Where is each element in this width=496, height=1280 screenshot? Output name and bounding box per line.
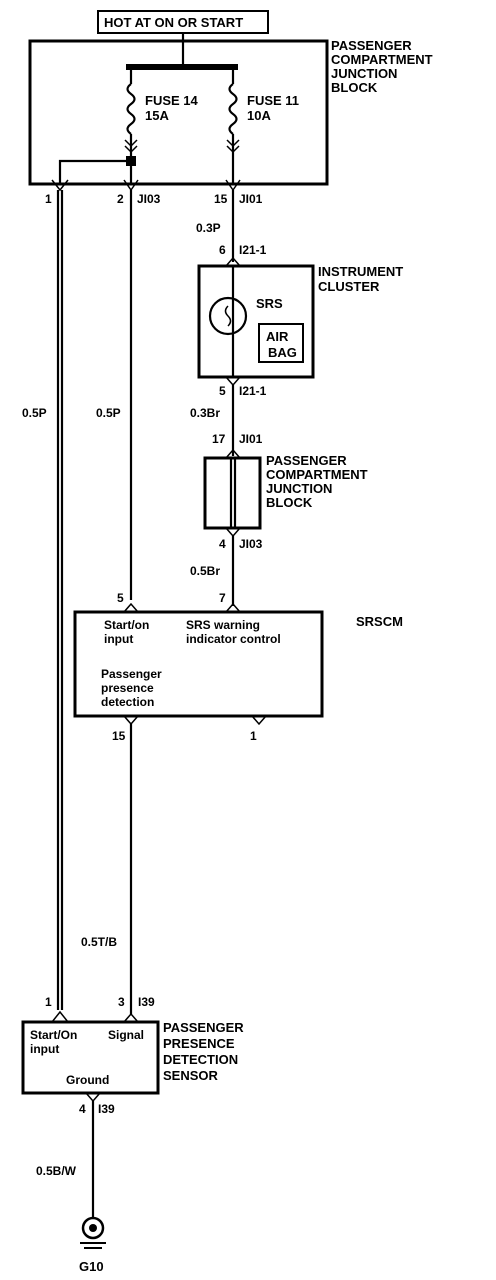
sensor-name-3: DETECTION (163, 1052, 238, 1067)
srscm-warn-1: SRS warning (186, 618, 260, 632)
srscm-ppd-3: detection (101, 695, 154, 709)
srscm-module: 5 7 SRSCM Start/on input SRS warning ind… (73, 591, 403, 743)
sensor-pin-3: 3 (118, 995, 125, 1009)
pcjb-mid-name-1: PASSENGER (266, 453, 347, 468)
ground-icon (80, 1216, 106, 1249)
srscm-warn-2: indicator control (186, 632, 281, 646)
fuse-11-rating: 10A (247, 108, 271, 123)
pcjb-top-conn-2: JI03 (137, 192, 161, 206)
srscm-ppd-1: Passenger (101, 667, 162, 681)
pcjb-mid-name-4: BLOCK (266, 495, 313, 510)
fuse-11-icon (226, 70, 240, 184)
wire-sense-label: 0.5T/B (81, 935, 117, 949)
power-label: HOT AT ON OR START (97, 10, 269, 34)
srscm-input-2: input (104, 632, 133, 646)
srscm-input-1: Start/on (104, 618, 149, 632)
sensor-conn-gnd: I39 (98, 1102, 115, 1116)
power-label-text: HOT AT ON OR START (104, 15, 243, 30)
pcjb-top-name-3: JUNCTION (331, 66, 397, 81)
srscm-ppd-2: presence (101, 681, 154, 695)
pcjb-top-name-2: COMPARTMENT (331, 52, 433, 67)
sensor-pin-4: 4 (79, 1102, 86, 1116)
sensor-input-2: input (30, 1042, 59, 1056)
pcjb-top-conn-15: JI01 (239, 192, 263, 206)
pcjb-top-name-4: BLOCK (331, 80, 378, 95)
srscm-pin-15: 15 (112, 729, 126, 743)
sensor-name-4: SENSOR (163, 1068, 219, 1083)
sensor-ground: Ground (66, 1073, 109, 1087)
pcjb-top-pin-2: 2 (117, 192, 124, 206)
srs-lamp-icon (208, 296, 248, 336)
pcjb-top: PASSENGER COMPARTMENT JUNCTION BLOCK FUS… (28, 38, 433, 186)
sensor-name-2: PRESENCE (163, 1036, 235, 1051)
pcjb-mid-conn-top: JI01 (239, 432, 263, 446)
pcjb-mid-pin-17: 17 (212, 432, 226, 446)
cluster-name-1: INSTRUMENT (318, 264, 403, 279)
fuse-14-rating: 15A (145, 108, 169, 123)
srscm-pin-5: 5 (117, 591, 124, 605)
cluster-name-2: CLUSTER (318, 279, 380, 294)
sensor-pin-1: 1 (45, 995, 52, 1009)
wire-right-top-label: 0.3P (196, 221, 221, 235)
ground-label: G10 (79, 1259, 104, 1274)
sensor-signal: Signal (108, 1028, 144, 1042)
pcjb-mid-pin-4: 4 (219, 537, 226, 551)
cluster-conn-top: I21-1 (239, 243, 267, 257)
fuse-14-name: FUSE 14 (145, 93, 199, 108)
wire-ground-label: 0.5B/W (36, 1164, 77, 1178)
pcjb-top-pin-1: 1 (45, 192, 52, 206)
wire-left-label: 0.5P (22, 406, 47, 420)
pcjb-mid-conn-bottom: JI03 (239, 537, 263, 551)
cluster-conn-bottom: I21-1 (239, 384, 267, 398)
airbag-label-2: BAG (268, 345, 297, 360)
wire-right-low-label: 0.5Br (190, 564, 220, 578)
srscm-pin-1: 1 (250, 729, 257, 743)
pcjb-top-name-1: PASSENGER (331, 38, 412, 53)
presence-sensor: 1 3 I39 PASSENGER PRESENCE DETECTION SEN… (21, 995, 244, 1116)
pcjb-top-pin-15: 15 (214, 192, 228, 206)
sensor-name-1: PASSENGER (163, 1020, 244, 1035)
sensor-input-1: Start/On (30, 1028, 77, 1042)
srs-lamp-label: SRS (256, 296, 283, 311)
fuse-14-icon (124, 70, 138, 160)
srscm-pin-7: 7 (219, 591, 226, 605)
srscm-name: SRSCM (356, 614, 403, 629)
wire-right-mid-label: 0.3Br (190, 406, 220, 420)
pcjb-mid-name-3: JUNCTION (266, 481, 332, 496)
pcjb-mid-name-2: COMPARTMENT (266, 467, 368, 482)
pcjb-mid: 17 JI01 PASSENGER COMPARTMENT JUNCTION B… (203, 432, 368, 551)
instrument-cluster: 6 I21-1 INSTRUMENT CLUSTER SRS AIR BAG 5… (197, 243, 403, 398)
airbag-label-1: AIR (266, 329, 289, 344)
cluster-pin-5: 5 (219, 384, 226, 398)
fuse-11-name: FUSE 11 (247, 93, 299, 108)
cluster-pin-6: 6 (219, 243, 226, 257)
sensor-conn: I39 (138, 995, 155, 1009)
wire-mid-label: 0.5P (96, 406, 121, 420)
